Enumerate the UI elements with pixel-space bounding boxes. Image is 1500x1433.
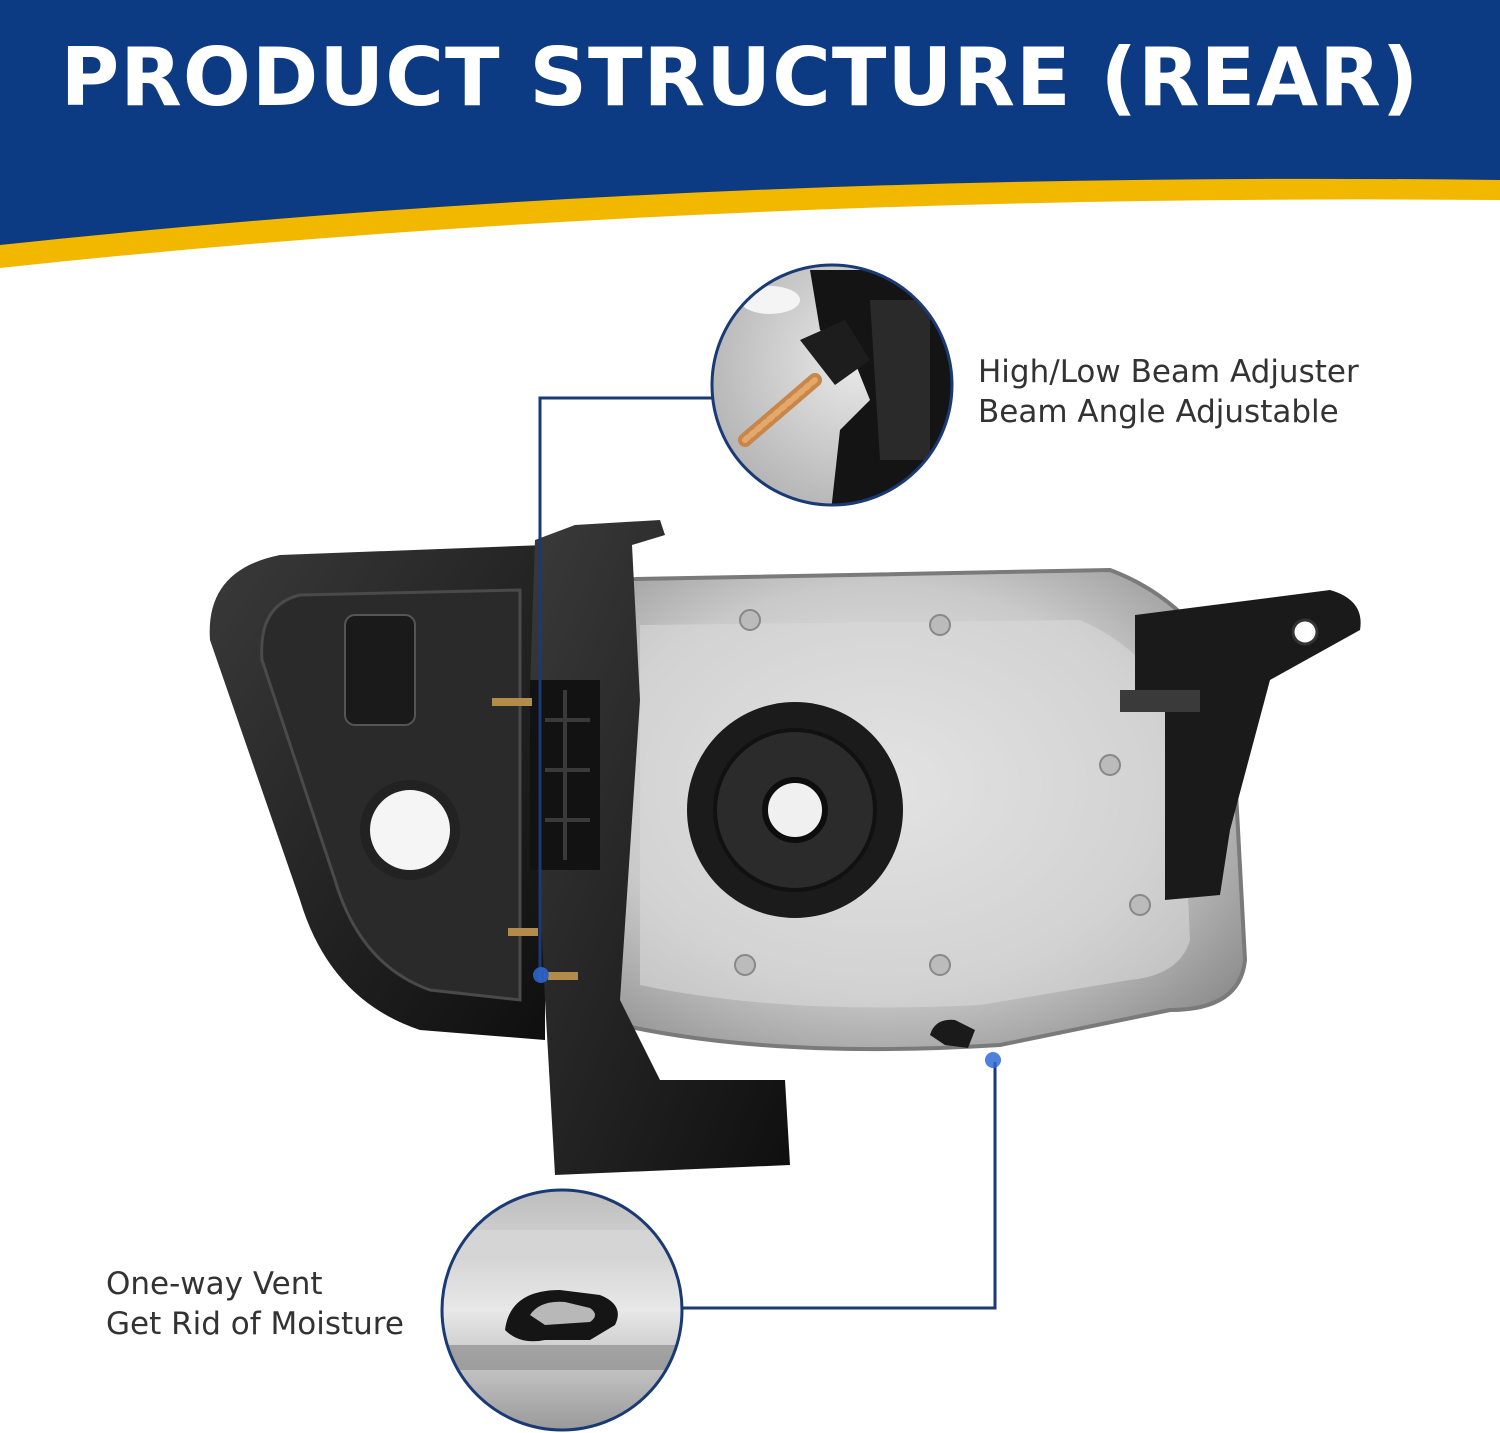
callout-dot-beam-adjuster [533,967,549,983]
callout-line-vent [682,1062,997,1310]
zoom-circle-vent [440,1188,684,1432]
zoom-circle-beam-adjuster [710,263,954,507]
callout-vent-line1: One-way Vent [106,1266,323,1302]
callout-text-beam-adjuster: High/Low Beam Adjuster Beam Angle Adjust… [978,352,1359,432]
callout-text-vent: One-way Vent Get Rid of Moisture [106,1264,404,1344]
callout-beam-adjuster-line1: High/Low Beam Adjuster [978,354,1359,390]
callout-line-beam-adjuster [538,396,712,980]
side-marker-housing [209,545,545,1040]
callout-dot-vent [985,1052,1001,1068]
page-title: PRODUCT STRUCTURE (REAR) [60,31,1420,124]
header-blue-band [0,0,1500,245]
center-mount-bracket [492,520,790,1175]
callout-vent-line2: Get Rid of Moisture [106,1306,404,1342]
right-mount-bracket [1120,590,1361,900]
header-banner [0,0,1500,268]
main-housing [582,567,1248,1052]
callout-beam-adjuster-line2: Beam Angle Adjustable [978,394,1339,430]
